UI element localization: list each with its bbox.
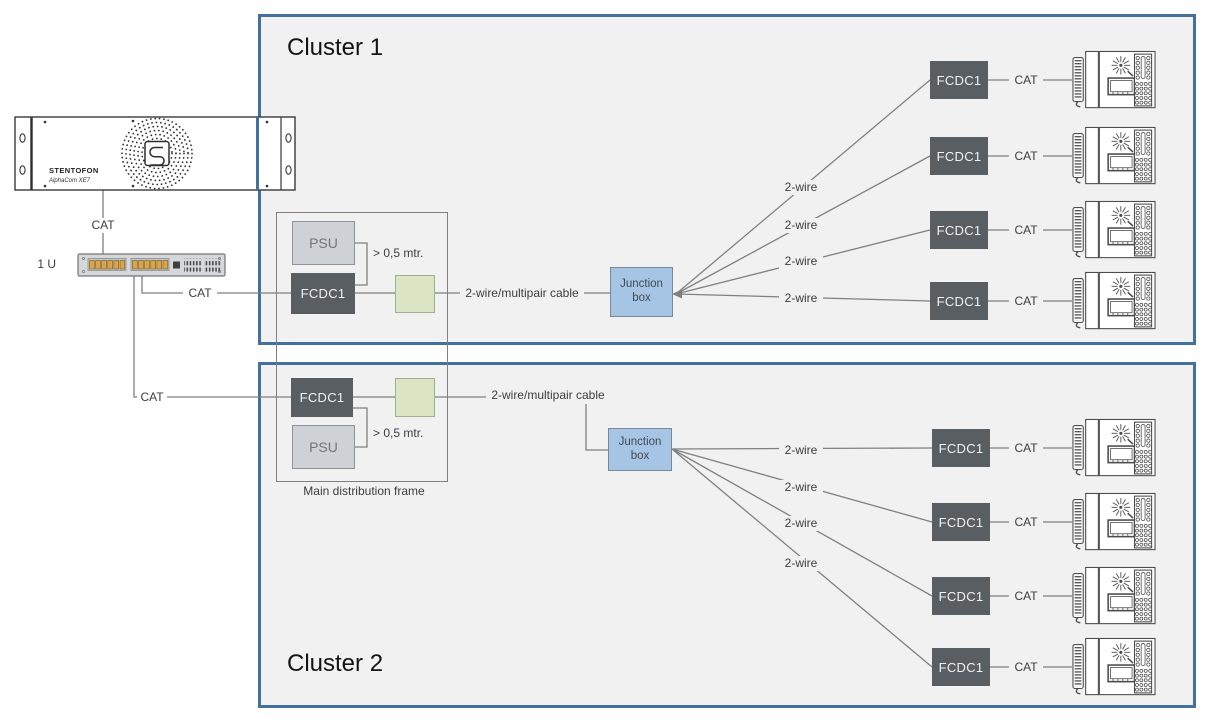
c1-psu-box: PSU — [292, 221, 355, 265]
c2-station-cat-label: CAT — [1009, 589, 1043, 604]
c2-trunk-cable-label: 2-wire/multipair cable — [486, 388, 610, 403]
c1-branch-fcdc-label: FCDC1 — [936, 148, 982, 164]
server-switch-cat-label: CAT — [87, 218, 119, 233]
c1-wire-label: 2-wire — [779, 254, 823, 269]
c2-min-distance-label: > 0,5 mtr. — [373, 426, 424, 440]
c2-psu-label: PSU — [309, 439, 338, 455]
led-block-2 — [204, 258, 221, 272]
cluster2-title: Cluster 2 — [287, 650, 384, 677]
c1-mdf-fcdc-box: FCDC1 — [291, 273, 355, 314]
c1-mdf-fcdc-label: FCDC1 — [300, 286, 346, 301]
c1-station-cat-label: CAT — [1009, 149, 1043, 164]
mdf-frame — [276, 212, 448, 482]
speaker-grille-icon — [121, 117, 193, 190]
c2-branch-fcdc-label: FCDC1 — [938, 514, 984, 530]
server-brand-text: STENTOFON — [49, 166, 99, 175]
c2-branch-fcdc-label: FCDC1 — [938, 440, 984, 456]
c2-station-cat-label: CAT — [1009, 441, 1043, 456]
c1-branch-fcdc-label: FCDC1 — [936, 293, 982, 309]
c1-junction-box: Junction box — [610, 267, 673, 317]
c1-branch-fcdc-box: FCDC1 — [930, 282, 988, 320]
c1-psu-label: PSU — [309, 235, 338, 251]
rj45-ports-2 — [132, 260, 169, 270]
c2-branch-fcdc-box: FCDC1 — [932, 503, 990, 541]
c2-station-cat-label: CAT — [1009, 660, 1043, 675]
rack-screws — [43, 119, 269, 188]
mdf-frame-label: Main distribution frame — [303, 484, 425, 498]
c1-trunk-cable-label: 2-wire/multipair cable — [460, 286, 584, 301]
console-port — [173, 261, 180, 269]
c1-branch-fcdc-box: FCDC1 — [930, 61, 988, 99]
c2-station-cat-label: CAT — [1009, 515, 1043, 530]
network-switch — [77, 253, 226, 277]
c1-branch-fcdc-box: FCDC1 — [930, 137, 988, 175]
c2-wire-label: 2-wire — [779, 443, 823, 458]
rj45-ports-1 — [89, 260, 126, 270]
c1-min-distance-label: > 0,5 mtr. — [373, 246, 424, 260]
c2-terminal-box — [395, 378, 435, 417]
c1-junction-label: Junction box — [620, 278, 663, 304]
c2-branch-fcdc-label: FCDC1 — [938, 659, 984, 675]
c1-branch-fcdc-label: FCDC1 — [936, 222, 982, 238]
c2-junction-box: Junction box — [608, 428, 672, 471]
c1-station-cat-label: CAT — [1009, 73, 1043, 88]
switch-screws — [82, 256, 221, 273]
c1-branch-fcdc-label: FCDC1 — [936, 72, 982, 88]
c2-branch-fcdc-box: FCDC1 — [932, 429, 990, 467]
c2-branch-fcdc-label: FCDC1 — [938, 588, 984, 604]
rack-size-label: 1 U — [37, 257, 56, 271]
c2-branch-fcdc-box: FCDC1 — [932, 577, 990, 615]
c2-mdf-fcdc-box: FCDC1 — [291, 378, 353, 417]
c2-branch-fcdc-box: FCDC1 — [932, 648, 990, 686]
c1-branch-fcdc-box: FCDC1 — [930, 211, 988, 249]
led-block-1 — [184, 258, 201, 272]
server-model-text: AlphaCom XE7 — [48, 178, 91, 184]
c2-mdf-fcdc-label: FCDC1 — [299, 390, 345, 405]
c1-wire-label: 2-wire — [779, 291, 823, 306]
c1-station-cat-label: CAT — [1009, 223, 1043, 238]
c2-wire-label: 2-wire — [779, 556, 823, 571]
c1-wire-label: 2-wire — [779, 180, 823, 195]
c1-terminal-box — [395, 275, 435, 313]
c2-wire-label: 2-wire — [779, 480, 823, 495]
switch-c2-cat-label: CAT — [137, 390, 167, 405]
rack-ear-holes — [19, 133, 292, 175]
c1-wire-label: 2-wire — [779, 218, 823, 233]
stentofon-logo-icon — [144, 140, 170, 167]
stentofon-logo-glyph — [149, 146, 165, 166]
port-group-2 — [130, 258, 170, 271]
switch-c1-cat-label: CAT — [183, 286, 217, 301]
c2-wire-label: 2-wire — [779, 516, 823, 531]
port-group-1 — [87, 258, 127, 271]
c2-psu-box: PSU — [292, 425, 355, 469]
c2-junction-label: Junction box — [618, 435, 662, 462]
c1-station-cat-label: CAT — [1009, 294, 1043, 309]
alphacom-server-unit: STENTOFON AlphaCom XE7 — [14, 116, 296, 191]
cluster1-title: Cluster 1 — [287, 34, 384, 61]
